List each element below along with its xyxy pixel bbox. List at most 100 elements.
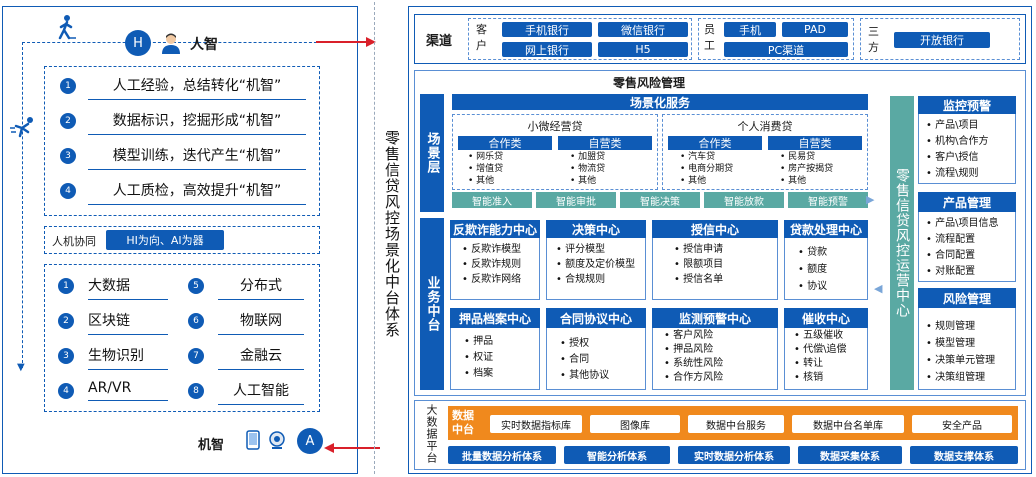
- module-items: 授信申请限额项目授信名单: [674, 242, 723, 287]
- machine-label: 机智: [198, 438, 225, 453]
- panel-divider: [374, 2, 375, 474]
- staff-label: 员工: [704, 23, 715, 52]
- smart-analysis: 智能分析体系: [564, 446, 670, 464]
- item-number: 6: [188, 313, 204, 329]
- col-header: 合作类: [668, 136, 762, 150]
- realtime-analysis: 实时数据分析体系: [678, 446, 790, 464]
- group-title: 小微经营贷: [527, 120, 583, 133]
- flow-step: 智能放款: [704, 192, 784, 208]
- collab-label: 人机协同: [52, 235, 96, 248]
- tech-right-list: 5 分布式 6 物联网 7 金融云 8 人工智能: [186, 272, 312, 412]
- arrow-left-icon: [324, 443, 380, 453]
- tech-item: 4 AR/VR: [56, 377, 176, 412]
- staff-group: [698, 18, 854, 60]
- item-text: 分布式: [218, 275, 304, 300]
- flow-step: 智能预警: [788, 192, 868, 208]
- pad-button[interactable]: PAD: [782, 22, 848, 37]
- item-text: 模型训练，迭代产生“机智”: [88, 145, 306, 170]
- running-person-icon: [10, 117, 33, 138]
- item-number: 3: [60, 148, 76, 164]
- item-text: 物联网: [218, 310, 304, 335]
- data-support: 数据支撑体系: [910, 446, 1018, 464]
- data-collection: 数据采集体系: [798, 446, 902, 464]
- h5-button[interactable]: H5: [598, 42, 688, 57]
- tech-box: [44, 264, 320, 412]
- module-items: 评分模型额度及定价模型合规规则: [556, 242, 635, 287]
- col-header: 自营类: [558, 136, 652, 150]
- ops-center: 零售信贷风控运营中心: [890, 96, 914, 390]
- module-title: 反欺诈能力中心: [450, 220, 540, 238]
- human-items-list: 1 人工经验，总结转化“机智” 2 数据标识，挖掘形成“机智” 3 模型训练，迭…: [56, 72, 312, 212]
- machine-badge: A: [297, 428, 323, 454]
- human-item: 3 模型训练，迭代产生“机智”: [56, 142, 312, 177]
- module-items: 反欺诈模型反欺诈规则反欺诈网络: [462, 242, 521, 287]
- camera-icon: [269, 431, 285, 449]
- module-title: 监测预警中心: [652, 308, 778, 328]
- third-party-group: [860, 18, 1020, 60]
- consumer-loan-group: [662, 114, 868, 190]
- col-items: 加盟贷物流贷其他: [570, 151, 605, 187]
- module-title: 合同协议中心: [546, 308, 646, 328]
- panel-title: 产品管理: [918, 192, 1016, 212]
- item-number: 2: [58, 313, 74, 329]
- human-items-box: [44, 66, 320, 216]
- online-bank-button[interactable]: 网上银行: [502, 42, 592, 57]
- wechat-bank-button[interactable]: 微信银行: [598, 22, 688, 37]
- item-text: 人工经验，总结转化“机智”: [88, 75, 306, 100]
- item-number: 1: [60, 78, 76, 94]
- open-bank-button[interactable]: 开放银行: [894, 32, 990, 48]
- retail-title: 零售风险管理: [612, 76, 685, 90]
- human-label: 人智: [190, 37, 218, 53]
- item-text: 数据标识，挖掘形成“机智”: [88, 110, 306, 135]
- module-title: 押品档案中心: [450, 308, 540, 328]
- module-items: 押品权证档案: [464, 334, 493, 382]
- panel-title: 风险管理: [918, 288, 1016, 308]
- walking-person-icon: [58, 15, 76, 40]
- flow-arrow-icon: ▶: [866, 193, 875, 206]
- human-item: 1 人工经验，总结转化“机智”: [56, 72, 312, 107]
- tech-item: 8 人工智能: [186, 377, 312, 412]
- module-items: 客户风险押品风险系统性风险合作方风险: [664, 329, 723, 385]
- vertical-title: 零售信贷风控场景化中台体系: [383, 130, 401, 338]
- tech-item: 7 金融云: [186, 342, 312, 377]
- item-number: 2: [60, 113, 76, 129]
- flow-step: 智能审批: [536, 192, 616, 208]
- module-title: 决策中心: [546, 220, 646, 238]
- tech-item: 6 物联网: [186, 307, 312, 342]
- pc-channel-button[interactable]: PC渠道: [724, 42, 848, 57]
- item-number: 3: [58, 348, 74, 364]
- col-header: 自营类: [768, 136, 862, 150]
- item-number: 4: [60, 183, 76, 199]
- tech-item: 2 区块链: [56, 307, 176, 342]
- collab-box: [44, 226, 320, 254]
- module-title: 贷款处理中心: [784, 220, 868, 238]
- scene-layer-label: 场景层: [420, 94, 444, 212]
- item-text: 大数据: [88, 275, 168, 300]
- staff-mobile-button[interactable]: 手机: [724, 22, 776, 37]
- scene-service-title: 场景化服务: [452, 94, 868, 110]
- data-center-service: 数据中台服务: [688, 415, 784, 433]
- human-item: 4 人工质检，高效提升“机智”: [56, 177, 312, 212]
- module-items: 五级催收代偿\追偿转让核销: [794, 329, 846, 385]
- data-center-label: 数据中台: [452, 409, 474, 436]
- data-center-list-lib: 数据中台名单库: [792, 415, 904, 433]
- flow-step: 智能准入: [452, 192, 532, 208]
- module-items: 授权合同其他协议: [560, 336, 609, 384]
- bigdata-frame: [414, 400, 1026, 470]
- group-title: 个人消费贷: [737, 120, 793, 133]
- panel-items: 产品\项目信息流程配置合同配置对账配置: [926, 216, 998, 280]
- item-number: 7: [188, 348, 204, 364]
- mobile-bank-button[interactable]: 手机银行: [502, 22, 592, 37]
- bigdata-label: 大数据平台: [425, 404, 438, 464]
- tech-item: 1 大数据: [56, 272, 176, 307]
- channel-label: 渠道: [426, 34, 453, 49]
- col-items: 网乐贷增值贷其他: [468, 151, 503, 187]
- flow-step: 智能决策: [620, 192, 700, 208]
- customer-label: 客户: [476, 23, 487, 52]
- item-number: 1: [58, 278, 74, 294]
- item-text: 人工质检，高效提升“机智”: [88, 180, 306, 205]
- col-header: 合作类: [458, 136, 552, 150]
- tech-item: 3 生物识别: [56, 342, 176, 377]
- business-layer-label: 业务中台: [420, 218, 444, 390]
- module-title: 授信中心: [652, 220, 778, 238]
